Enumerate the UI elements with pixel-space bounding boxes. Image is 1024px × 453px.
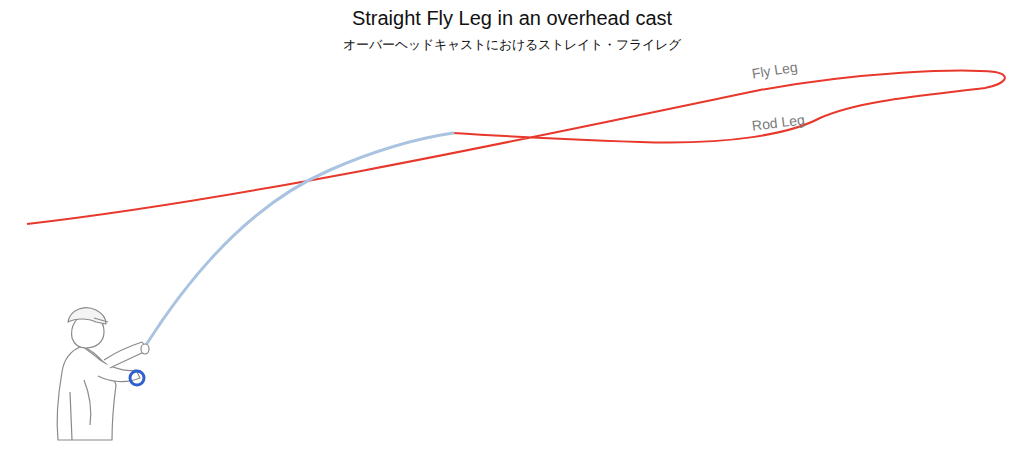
fly-rod [146, 133, 453, 345]
diagram-title: Straight Fly Leg in an overhead cast [0, 7, 1024, 30]
fly-line [27, 71, 1005, 224]
hand-symbol [141, 344, 149, 354]
diagram-subtitle: オーバーヘッドキャストにおけるストレイト・フライレグ [0, 36, 1024, 54]
leg-label: Rod Leg [749, 111, 807, 134]
angler-figure [57, 308, 148, 440]
leg-label: Fly Leg [749, 58, 801, 82]
reel-symbol [130, 371, 144, 385]
